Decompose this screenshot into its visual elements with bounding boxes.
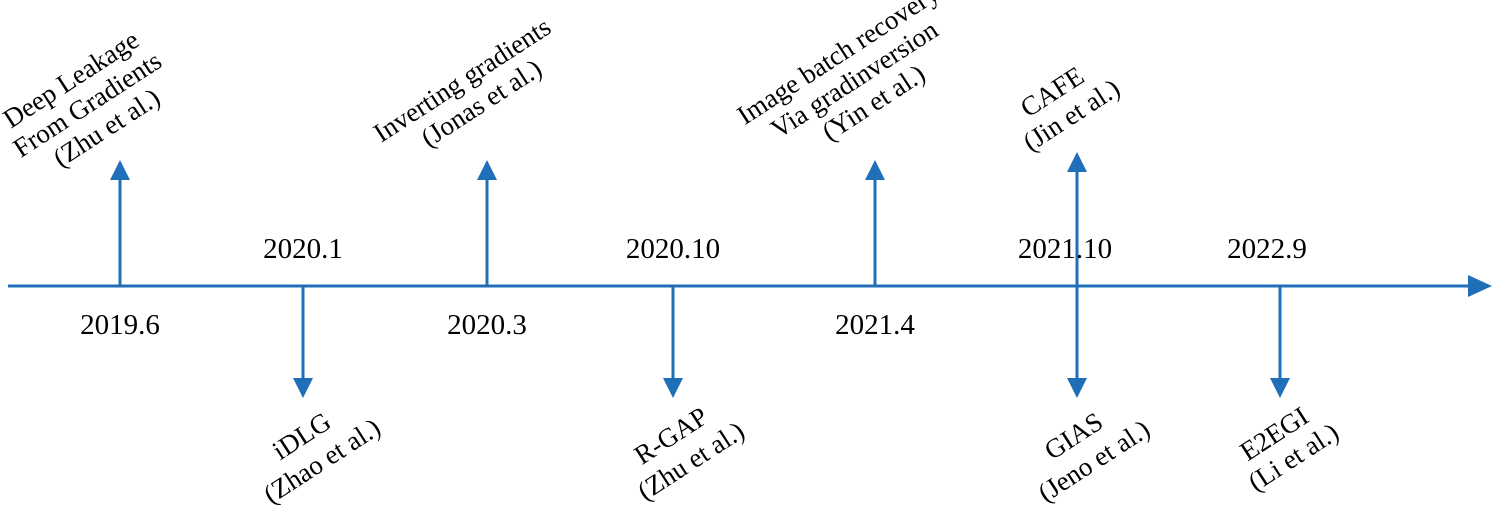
event-date: 2022.9 xyxy=(1227,233,1307,265)
event-date: 2021.4 xyxy=(835,309,915,341)
up-arrowhead xyxy=(110,160,130,180)
down-arrowhead xyxy=(293,378,313,398)
event-date: 2019.6 xyxy=(80,309,160,341)
down-arrowhead xyxy=(1270,378,1290,398)
event-label-down: GIAS (Jeno et al.) xyxy=(1015,387,1155,508)
event-label: Image batch recovery Via gradinversion (… xyxy=(732,0,983,181)
event-date: 2021.10 xyxy=(1018,233,1112,265)
down-arrowhead xyxy=(663,378,683,398)
event-2020-3: 2020.3 Inverting gradients (Jonas et al.… xyxy=(368,8,578,341)
event-2020-1: 2020.1 iDLG (Zhao et al.) xyxy=(241,233,386,510)
event-2020-10: 2020.10 R-GAP (Zhu et al.) xyxy=(615,233,750,507)
event-label: Inverting gradients (Jonas et al.) xyxy=(368,8,578,173)
event-label: Deep Leakage From Gradients (Zhu et al.) xyxy=(0,17,189,189)
event-date: 2020.10 xyxy=(626,233,720,265)
event-label-up: CAFE (Jin et al.) xyxy=(1001,48,1125,158)
up-arrowhead xyxy=(865,160,885,180)
up-arrowhead xyxy=(1067,152,1087,172)
event-2021-4: 2021.4 Image batch recovery Via gradinve… xyxy=(732,0,983,341)
event-2022-9: 2022.9 E2EGI (Li et al.) xyxy=(1226,233,1344,497)
up-arrowhead xyxy=(477,160,497,180)
event-label: iDLG (Zhao et al.) xyxy=(241,385,386,509)
event-2019-6: 2019.6 Deep Leakage From Gradients (Zhu … xyxy=(0,17,189,341)
event-label: R-GAP (Zhu et al.) xyxy=(615,389,750,507)
event-2021-10: 2021.10 CAFE (Jin et al.) GIAS (Jeno et … xyxy=(1001,48,1155,508)
event-date: 2020.3 xyxy=(447,309,527,341)
down-arrowhead xyxy=(1067,378,1087,398)
timeline-axis-arrowhead xyxy=(1468,275,1492,297)
event-date: 2020.1 xyxy=(263,233,343,265)
event-label: E2EGI (Li et al.) xyxy=(1226,392,1344,497)
